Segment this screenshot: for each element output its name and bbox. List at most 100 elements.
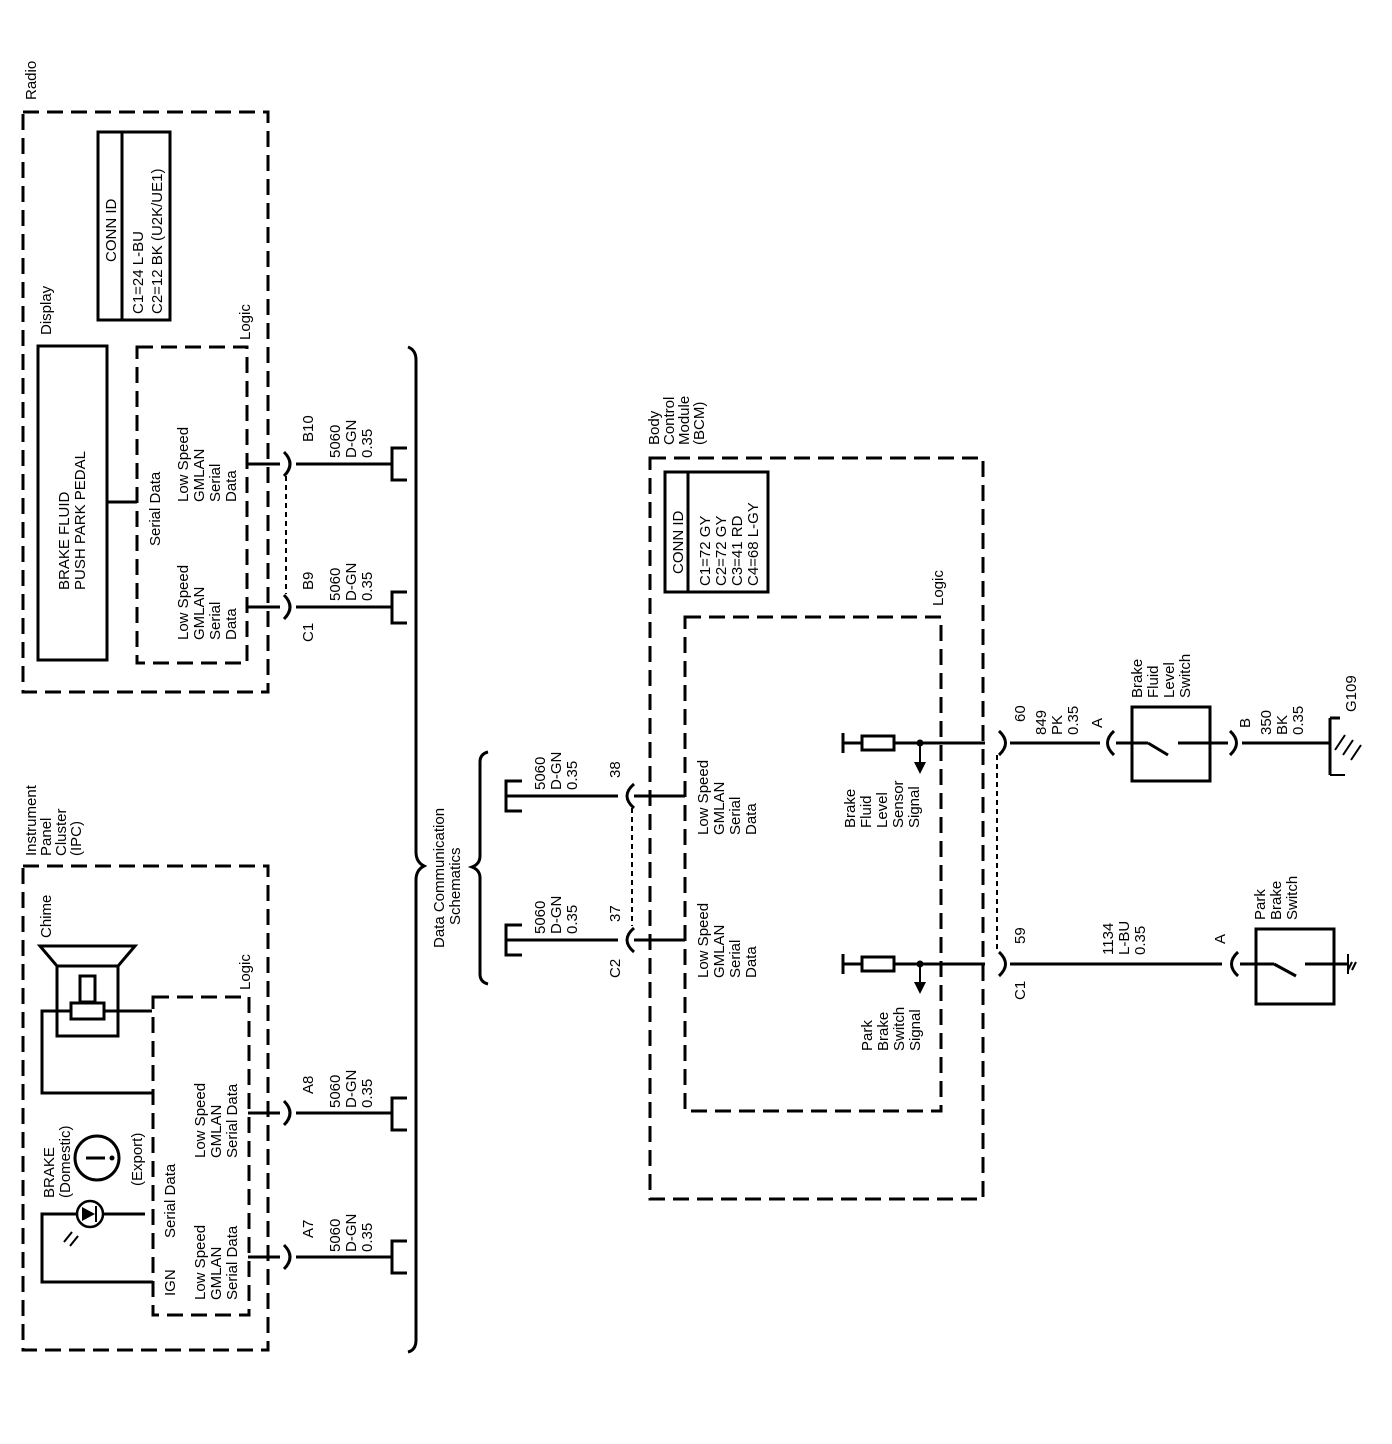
- ipc-logic-label: Logic: [237, 954, 254, 990]
- bcm-pin60-wire-2: PK: [1049, 715, 1066, 735]
- bcm-conn-id-line-3: C3=41 RD: [729, 515, 746, 586]
- radio-conn-id-table: [96, 130, 172, 322]
- radio-b9-wire-1: 5060: [327, 568, 344, 601]
- bcm-pin37-wire-3: 0.35: [564, 905, 581, 934]
- bcm-module: Body Control Module (BCM) CONN ID C1=72 …: [504, 396, 1222, 1201]
- dcs-label-1: Data Communication: [431, 808, 448, 948]
- bcm-connector-c1: C1: [1012, 981, 1029, 1000]
- bcm-conn-id-line-4: C4=68 L-GY: [745, 502, 762, 586]
- bcm-logic-box: [683, 615, 943, 1113]
- ipc-a7-signal-1: Low Speed: [192, 1225, 209, 1300]
- bcm-pin59-wire-2: L-BU: [1116, 921, 1133, 955]
- bcm-pin38-wire-2: D-GN: [548, 752, 565, 790]
- park-brake-switch-box: [1254, 927, 1336, 1006]
- brake-fluid-switch-name-3: Level: [1161, 662, 1178, 698]
- ipc-a8-signal-3: Serial Data: [224, 1083, 241, 1158]
- ground-wire-3: 0.35: [1290, 706, 1307, 735]
- ground-wire-1: 350: [1258, 710, 1275, 735]
- ipc-module: Instrument Panel Cluster (IPC) Chime Log…: [21, 784, 407, 1352]
- brake-lamp-icon: [40, 1199, 153, 1284]
- radio-conn-id-title: CONN ID: [103, 199, 120, 263]
- bcm-pin60-wire-1: 849: [1033, 710, 1050, 735]
- bcm-pin38-wire-1: 5060: [532, 757, 549, 790]
- chime-label: Chime: [38, 895, 55, 938]
- bcm-title-2: Control: [661, 397, 678, 445]
- radio-b10-signal-1: Low Speed: [175, 427, 192, 502]
- ipc-a7-signal-3: Serial Data: [224, 1225, 241, 1300]
- bcm-connector-c2: C2: [607, 959, 624, 978]
- radio-b10-pin: B10: [300, 415, 317, 442]
- radio-logic-label: Logic: [237, 304, 254, 340]
- bcm-pin38-signal-3: Serial: [727, 797, 744, 835]
- park-brake-switch-name-3: Switch: [1284, 876, 1301, 920]
- bcm-conn-id-line-1: C1=72 GY: [697, 516, 714, 586]
- park-brake-switch-name-1: Park: [1252, 889, 1269, 920]
- brake-fluid-switch-contact-icon: [1132, 741, 1210, 757]
- bcm-pin60-pin: 60: [1012, 705, 1029, 722]
- park-brake-switch: Park Brake Switch A: [1212, 876, 1357, 1006]
- bcm-pin38-signal-1: Low Speed: [695, 760, 712, 835]
- bcm-pin37-signal-1: Low Speed: [695, 903, 712, 978]
- radio-b9-wire-2: D-GN: [343, 563, 360, 601]
- radio-b10-signal-4: Data: [223, 470, 240, 502]
- brake-warning-icon: [73, 1134, 121, 1182]
- bcm-boundary: [648, 456, 985, 1201]
- ipc-title-2: Panel: [38, 818, 55, 856]
- radio-conn-id-line-1: C1=24 L-BU: [130, 231, 147, 314]
- bcm-title-3: Module: [676, 396, 693, 445]
- ipc-title-3: Cluster: [53, 808, 70, 856]
- park-brake-switch-pin-a: A: [1212, 934, 1229, 944]
- ipc-a8-wire-3: 0.35: [359, 1079, 376, 1108]
- radio-connector-c1: C1: [300, 623, 317, 642]
- bcm-park-brake-arrow-icon: [914, 982, 926, 994]
- radio-serial-data-label: Serial Data: [147, 471, 164, 546]
- bcm-brake-fluid-arrow-icon: [914, 762, 926, 774]
- bcm-conn-id-line-2: C2=72 GY: [713, 516, 730, 586]
- bcm-pin37-wire-2: D-GN: [548, 896, 565, 934]
- ground-icon: [1328, 716, 1362, 776]
- radio-title: Radio: [23, 61, 40, 100]
- radio-b9-signal-2: GMLAN: [191, 587, 208, 640]
- brake-fluid-switch-pin-b: B: [1237, 718, 1254, 728]
- radio-b10-wire-2: D-GN: [343, 420, 360, 458]
- ipc-boundary: [21, 864, 270, 1352]
- bcm-pin59-pin: 59: [1012, 927, 1029, 944]
- bcm-brake-fluid-signal-5: Signal: [906, 786, 923, 828]
- bcm-pin59-wire-1: 1134: [1100, 923, 1117, 955]
- ipc-a8-pin: A8: [300, 1076, 317, 1094]
- bcm-conn-id-table: [663, 470, 770, 594]
- ipc-a7-signal-2: GMLAN: [208, 1247, 225, 1300]
- brake-label-1: BRAKE: [41, 1147, 58, 1198]
- bcm-pin38-wire-3: 0.35: [564, 761, 581, 790]
- radio-conn-id-line-2: C2=12 BK (U2K/UE1): [149, 169, 166, 314]
- ipc-a8-signal-1: Low Speed: [192, 1083, 209, 1158]
- bcm-pin37-wire-1: 5060: [532, 901, 549, 934]
- brake-fluid-switch-name-4: Switch: [1177, 654, 1194, 698]
- park-brake-switch-name-2: Brake: [1268, 881, 1285, 920]
- bcm-park-brake-signal-1: Park: [859, 1020, 876, 1051]
- radio-module: Radio CONN ID C1=24 L-BU C2=12 BK (U2K/U…: [21, 61, 407, 694]
- chassis-ground-icon: [1347, 954, 1357, 974]
- bcm-title-1: Body: [646, 410, 663, 445]
- radio-b10-signal-3: Serial: [207, 464, 224, 502]
- radio-b10-signal-2: GMLAN: [191, 449, 208, 502]
- radio-b10-wire-1: 5060: [327, 425, 344, 458]
- brake-fluid-level-switch: Brake Fluid Level Switch A B 350 BK 0.35…: [1089, 654, 1362, 783]
- radio-display-label: Display: [38, 285, 55, 335]
- ipc-a7-wire-2: D-GN: [343, 1214, 360, 1252]
- brake-fluid-switch-name-1: Brake: [1129, 659, 1146, 698]
- radio-b9-signal-1: Low Speed: [175, 565, 192, 640]
- bcm-brake-fluid-resistor-icon: [860, 734, 896, 752]
- ipc-a7-wire-3: 0.35: [359, 1223, 376, 1252]
- ipc-a8-wire-2: D-GN: [343, 1070, 360, 1108]
- bcm-pin37-pin: 37: [607, 905, 624, 922]
- bcm-brake-fluid-signal-2: Fluid: [858, 795, 875, 828]
- export-label: (Export): [129, 1133, 146, 1186]
- ipc-a8-wire-1: 5060: [327, 1075, 344, 1108]
- data-communication-brace: Data Communication Schematics: [407, 345, 489, 1354]
- dcs-label-2: Schematics: [447, 847, 464, 925]
- ipc-a7-wire-1: 5060: [327, 1219, 344, 1252]
- ground-wire-2: BK: [1274, 715, 1291, 735]
- radio-b9-signal-4: Data: [223, 608, 240, 640]
